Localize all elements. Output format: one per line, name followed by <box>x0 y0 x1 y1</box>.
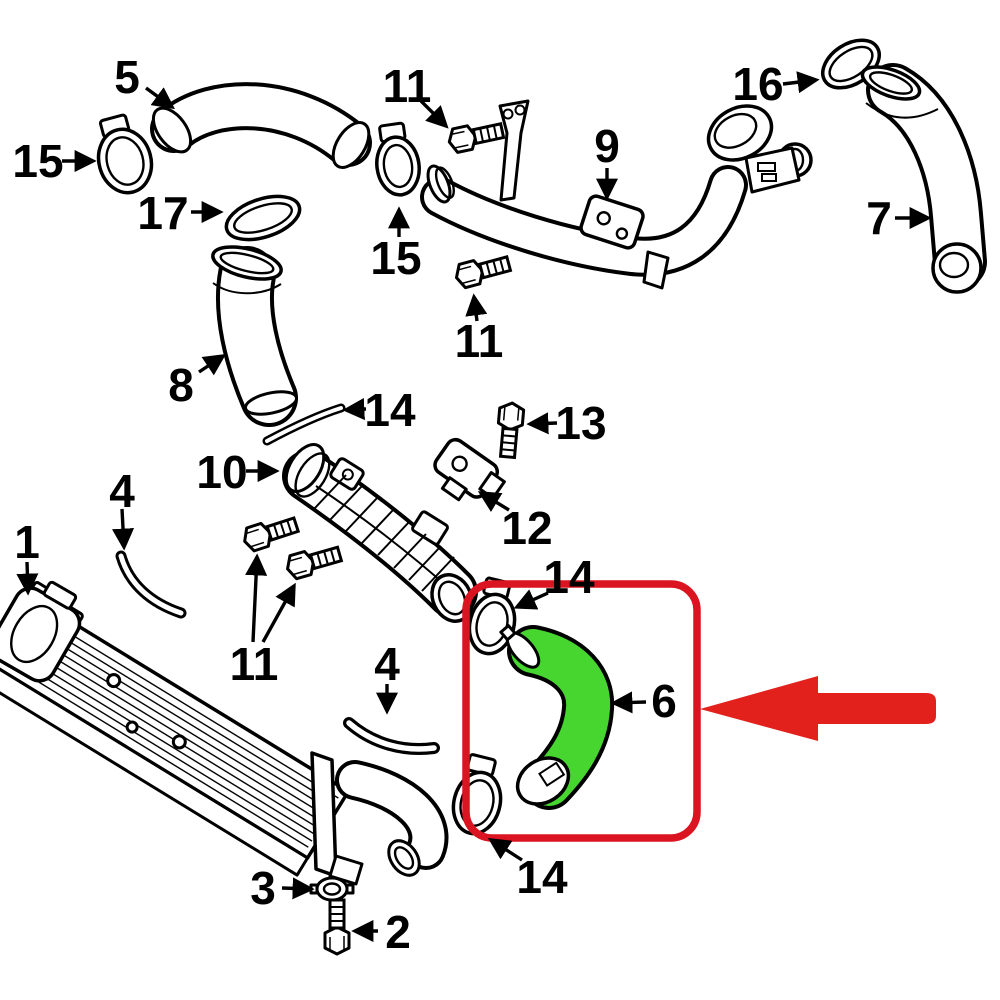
callout-15-left-label: 15 <box>12 135 63 187</box>
callout-11-middle-label: 11 <box>455 315 504 367</box>
callout-4-left-label: 4 <box>109 465 135 517</box>
callout-12-label: 12 <box>501 502 552 554</box>
callout-17-label: 17 <box>137 187 188 239</box>
bolt-13 <box>494 400 526 460</box>
pipe-9-strut <box>498 99 530 202</box>
callout-13-label: 13 <box>555 397 606 449</box>
bolt-11-lower-b <box>282 540 345 582</box>
callout-10-label: 10 <box>196 446 247 498</box>
seal-ring-17 <box>224 194 302 242</box>
callout-8-label: 8 <box>168 359 194 411</box>
callout-6-label: 6 <box>651 675 677 727</box>
highlight-box <box>462 580 701 842</box>
callout-5-label: 5 <box>114 51 140 103</box>
part-upper-charge-hose <box>150 82 372 169</box>
callout-7-label: 7 <box>866 192 892 244</box>
callout-14-seal-label: 14 <box>364 384 416 436</box>
clamp-14-bottom <box>451 753 503 836</box>
part-elbow-pipe-8 <box>211 245 299 427</box>
bracket-9 <box>579 194 645 250</box>
bolt-11-lower-a <box>239 511 302 555</box>
bolt-11-top <box>445 117 507 156</box>
seal-strip-14 <box>262 403 346 446</box>
part-intercooler-1 <box>0 580 449 886</box>
strip-4-left <box>115 550 187 619</box>
intercooler-end-plate <box>310 751 338 878</box>
callout-11-lower-label: 11 <box>230 638 279 690</box>
leader-lines <box>16 71 932 943</box>
callout-1-label: 1 <box>14 516 40 568</box>
part-highlighted-hose-6 <box>499 624 615 810</box>
callout-labels: 5 15 17 11 15 9 16 7 8 14 13 10 12 11 1 … <box>12 51 891 958</box>
callout-11-top-label: 11 <box>383 60 432 112</box>
intercooler-foot <box>328 854 364 886</box>
part-charge-pipe-10 <box>282 443 478 623</box>
part-inlet-hose-7 <box>860 63 987 294</box>
callout-16-label: 16 <box>732 58 783 110</box>
intercooler-outlet-elbow <box>335 760 449 877</box>
clamp-15-left <box>96 113 154 195</box>
callout-2-label: 2 <box>385 906 411 958</box>
pipe-9-bell-flange <box>706 104 774 162</box>
intercooler-end-tank <box>0 580 82 683</box>
part-pipe-9 <box>420 99 813 290</box>
callout-14-top-label: 14 <box>543 551 595 603</box>
bolt-11-middle <box>451 250 514 291</box>
clamp-15-middle <box>375 121 421 197</box>
bolt-2 <box>323 898 351 956</box>
callout-9-label: 9 <box>594 120 620 172</box>
highlight-pointer-arrow <box>700 676 936 741</box>
strip-4-right <box>343 717 440 755</box>
callout-4-right-label: 4 <box>374 638 400 690</box>
pipe-9-hook <box>642 250 670 290</box>
callout-3-label: 3 <box>250 862 276 914</box>
pipe-10-corrugation <box>313 474 455 592</box>
callout-15-middle-label: 15 <box>370 232 421 284</box>
callout-14-bottom-label: 14 <box>516 851 568 903</box>
